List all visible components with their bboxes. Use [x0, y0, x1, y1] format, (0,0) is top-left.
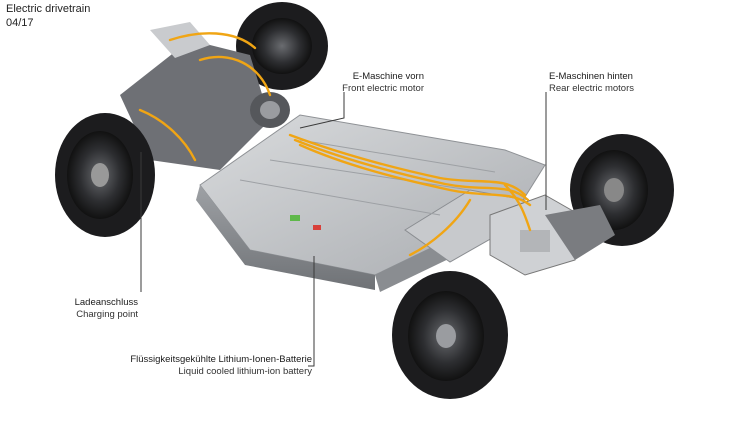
wheel-front-right [236, 2, 328, 90]
callout-battery-de: Flüssigkeitsgekühlte Lithium-Ionen-Batte… [130, 354, 312, 365]
figure-title: Electric drivetrain [6, 3, 91, 15]
battery-pack [196, 114, 546, 292]
callout-charging-point: Ladeanschluss Charging point [40, 297, 138, 321]
wheel-rear-left [392, 271, 508, 399]
callout-rear-motors: E-Maschinen hinten Rear electric motors [549, 71, 634, 95]
front-motor [120, 22, 290, 170]
callout-battery-en: Liquid cooled lithium-ion battery [178, 366, 312, 377]
leader-lines [140, 92, 547, 367]
callout-charging-point-en: Charging point [76, 309, 138, 320]
callout-rear-motors-en: Rear electric motors [549, 83, 634, 94]
callout-charging-point-de: Ladeanschluss [74, 297, 138, 308]
callout-front-motor: E-Maschine vorn Front electric motor [312, 71, 424, 95]
wheel-front-left [55, 113, 155, 237]
hv-cables [138, 32, 532, 257]
rear-motors [489, 194, 615, 276]
callout-front-motor-en: Front electric motor [342, 83, 424, 94]
callout-front-motor-de: E-Maschine vorn [352, 71, 424, 82]
figure-date: 04/17 [6, 17, 34, 29]
callout-rear-motors-de: E-Maschinen hinten [549, 71, 633, 82]
callout-battery: Flüssigkeitsgekühlte Lithium-Ionen-Batte… [100, 354, 312, 378]
